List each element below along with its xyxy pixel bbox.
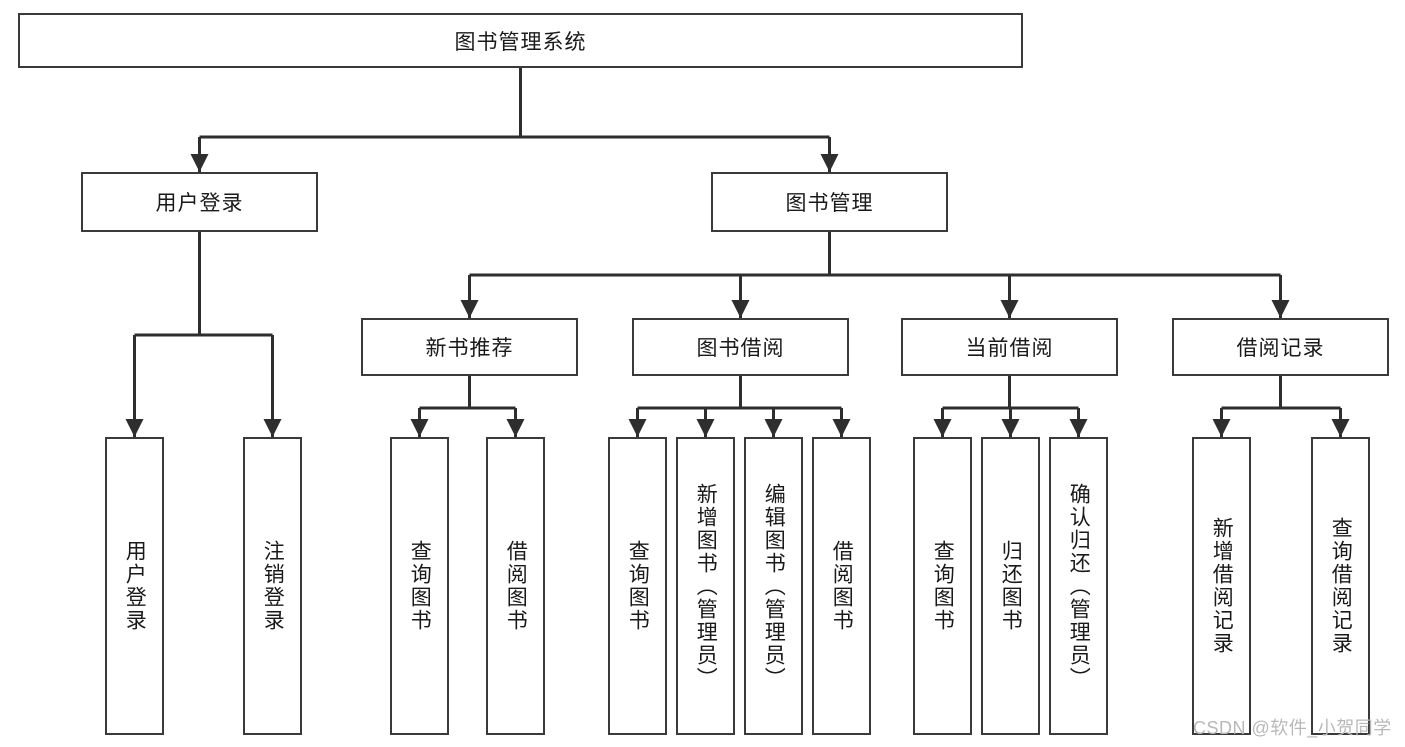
node-label: 借阅记录 — [1236, 337, 1325, 360]
node-label: 当前借阅 — [965, 337, 1054, 360]
node-label: 新增借阅记录 — [1210, 517, 1234, 655]
arrow-head-icon — [1271, 300, 1290, 318]
node-label: 图书管理 — [785, 192, 874, 215]
arrow-head-icon — [933, 419, 952, 437]
node-label: 用户登录 — [123, 540, 147, 632]
node-label: 新书推荐 — [425, 337, 514, 360]
arrow-head-icon — [410, 419, 429, 437]
node-leaf-borrow-book-rec[interactable]: 借阅图书 — [486, 437, 545, 735]
node-label: 新增图书（管理员） — [694, 482, 718, 690]
node-leaf-query-book[interactable]: 查询图书 — [608, 437, 667, 735]
node-label: 借阅图书 — [830, 540, 854, 632]
arrow-head-icon — [1212, 419, 1231, 437]
node-borrow-record[interactable]: 借阅记录 — [1172, 318, 1389, 376]
node-label: 编辑图书（管理员） — [762, 482, 786, 690]
arrow-head-icon — [460, 300, 479, 318]
arrow-head-icon — [1001, 419, 1020, 437]
node-label: 借阅图书 — [504, 540, 528, 632]
arrow-head-icon — [832, 419, 851, 437]
node-leaf-add-record[interactable]: 新增借阅记录 — [1192, 437, 1251, 735]
arrow-head-icon — [125, 419, 144, 437]
node-label: 图书管理系统 — [454, 30, 587, 54]
arrow-head-icon — [1331, 419, 1350, 437]
arrow-head-icon — [628, 419, 647, 437]
node-label: 图书借阅 — [696, 337, 785, 360]
node-book-manage[interactable]: 图书管理 — [711, 172, 948, 232]
node-root[interactable]: 图书管理系统 — [18, 13, 1023, 68]
arrow-head-icon — [506, 419, 525, 437]
node-book-borrow[interactable]: 图书借阅 — [632, 318, 849, 376]
node-leaf-query-book-cur[interactable]: 查询图书 — [913, 437, 972, 735]
node-label: 注销登录 — [261, 540, 285, 632]
node-leaf-add-book[interactable]: 新增图书（管理员） — [676, 437, 735, 735]
node-leaf-return-book[interactable]: 归还图书 — [981, 437, 1040, 735]
node-user-login[interactable]: 用户登录 — [81, 172, 318, 232]
arrow-head-icon — [696, 419, 715, 437]
node-leaf-user-login[interactable]: 用户登录 — [105, 437, 164, 735]
node-label: 查询图书 — [408, 540, 432, 632]
arrow-head-icon — [764, 419, 783, 437]
node-leaf-edit-book[interactable]: 编辑图书（管理员） — [744, 437, 803, 735]
node-label: 查询图书 — [931, 540, 955, 632]
arrow-head-icon — [820, 154, 839, 172]
node-leaf-query-record[interactable]: 查询借阅记录 — [1311, 437, 1370, 735]
node-new-book-rec[interactable]: 新书推荐 — [361, 318, 578, 376]
node-label: 确认归还（管理员） — [1067, 482, 1091, 690]
node-label: 归还图书 — [999, 540, 1023, 632]
arrow-head-icon — [731, 300, 750, 318]
node-label: 用户登录 — [155, 192, 244, 215]
node-label: 查询借阅记录 — [1329, 517, 1353, 655]
arrow-head-icon — [1000, 300, 1019, 318]
node-leaf-borrow-book[interactable]: 借阅图书 — [812, 437, 871, 735]
arrow-head-icon — [190, 154, 209, 172]
node-label: 查询图书 — [626, 540, 650, 632]
node-leaf-logout[interactable]: 注销登录 — [243, 437, 302, 735]
node-current-borrow[interactable]: 当前借阅 — [901, 318, 1118, 376]
node-leaf-query-book-rec[interactable]: 查询图书 — [390, 437, 449, 735]
node-leaf-confirm-return[interactable]: 确认归还（管理员） — [1049, 437, 1108, 735]
arrow-head-icon — [263, 419, 282, 437]
arrow-head-icon — [1069, 419, 1088, 437]
